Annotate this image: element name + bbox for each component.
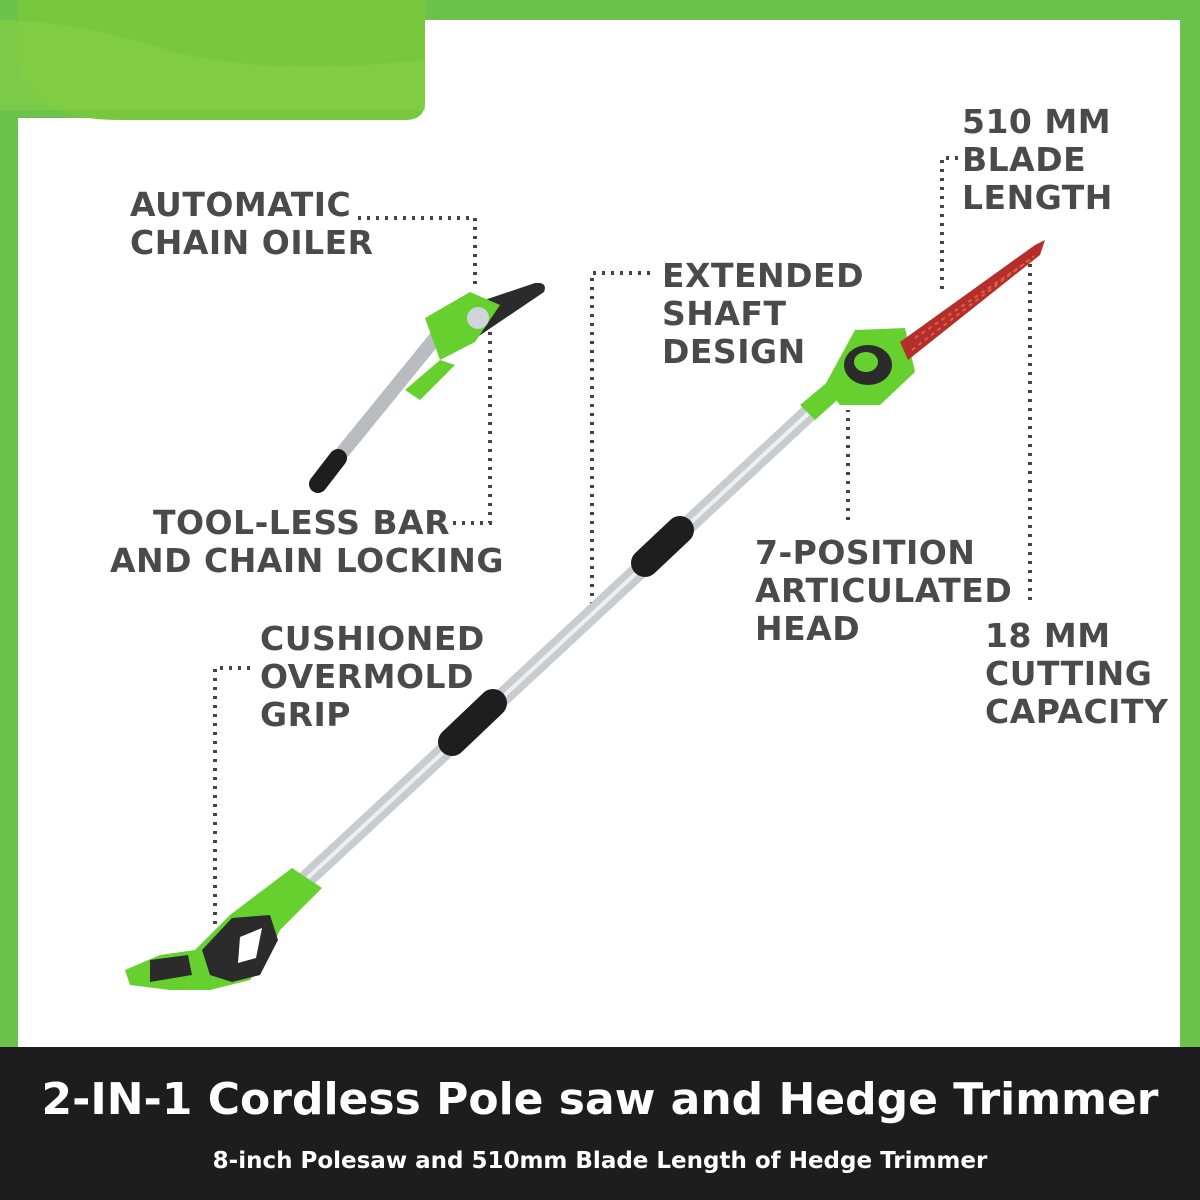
- pole-saw-attachment: [309, 282, 545, 493]
- footer-banner: [0, 1047, 1200, 1200]
- main-pole: [291, 401, 821, 894]
- handle: [125, 868, 322, 990]
- label-automatic-chain-oiler: AUTOMATIC CHAIN OILER: [130, 185, 374, 262]
- label-tool-less-bar-chain-locking: TOOL-LESS BAR AND CHAIN LOCKING: [110, 503, 504, 580]
- label-extended-shaft-design: EXTENDED SHAFT DESIGN: [662, 256, 864, 371]
- leader-lines: [213, 156, 1032, 925]
- label-blade-length: 510 MM BLADE LENGTH: [962, 102, 1113, 217]
- label-cushioned-overmold-grip: CUSHIONED OVERMOLD GRIP: [260, 619, 485, 734]
- label-cutting-capacity: 18 MM CUTTING CAPACITY: [985, 616, 1169, 731]
- label-articulated-head: 7-POSITION ARTICULATED HEAD: [755, 533, 1013, 648]
- footer-subtitle: 8-inch Polesaw and 510mm Blade Length of…: [212, 1148, 988, 1174]
- hedge-trimmer-head: [800, 240, 1045, 420]
- footer-title: 2-IN-1 Cordless Pole saw and Hedge Trimm…: [41, 1074, 1159, 1125]
